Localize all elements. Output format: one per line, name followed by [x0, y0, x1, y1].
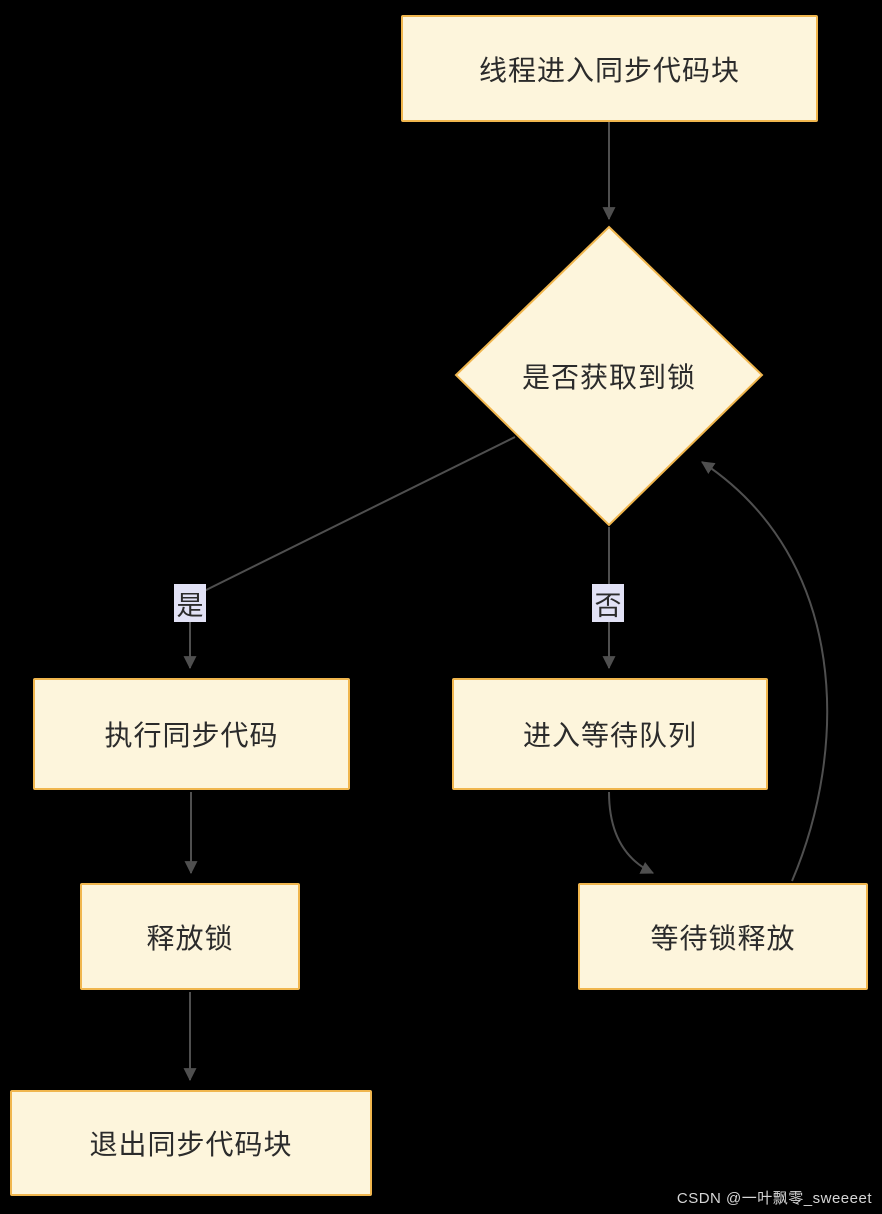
- edge-wait-back-to-decision: [701, 461, 829, 882]
- node-enter-sync-block-label: 线程进入同步代码块: [478, 54, 740, 86]
- node-exit-sync-block-label: 退出同步代码块: [89, 1129, 293, 1160]
- edge-label-yes: 是: [174, 584, 206, 622]
- node-execute-sync-code-label: 执行同步代码: [104, 720, 279, 751]
- edge-queue-to-wait: [608, 791, 654, 874]
- edge-decision-yes: [183, 436, 516, 670]
- node-wait-lock-release: 等待锁释放: [578, 883, 868, 990]
- node-exit-sync-block: 退出同步代码块: [10, 1090, 372, 1196]
- edge-label-no: 否: [592, 584, 624, 622]
- node-decision-label: 是否获取到锁: [521, 362, 696, 393]
- node-decision-lock-acquired: 是否获取到锁: [459, 356, 759, 396]
- node-enter-sync-block: 线程进入同步代码块: [401, 15, 818, 122]
- node-wait-lock-release-label: 等待锁释放: [650, 922, 796, 954]
- node-enter-wait-queue-label: 进入等待队列: [522, 720, 697, 751]
- csdn-watermark: CSDN @一叶飘零_sweeeet: [676, 1190, 872, 1207]
- node-release-lock-label: 释放锁: [146, 922, 234, 954]
- decision-diamond-shape: [454, 225, 764, 527]
- edge-label-no-text: 否: [594, 590, 622, 621]
- edge-label-yes-text: 是: [176, 590, 204, 621]
- node-enter-wait-queue: 进入等待队列: [452, 678, 768, 790]
- node-execute-sync-code: 执行同步代码: [33, 678, 350, 790]
- node-release-lock: 释放锁: [80, 883, 300, 990]
